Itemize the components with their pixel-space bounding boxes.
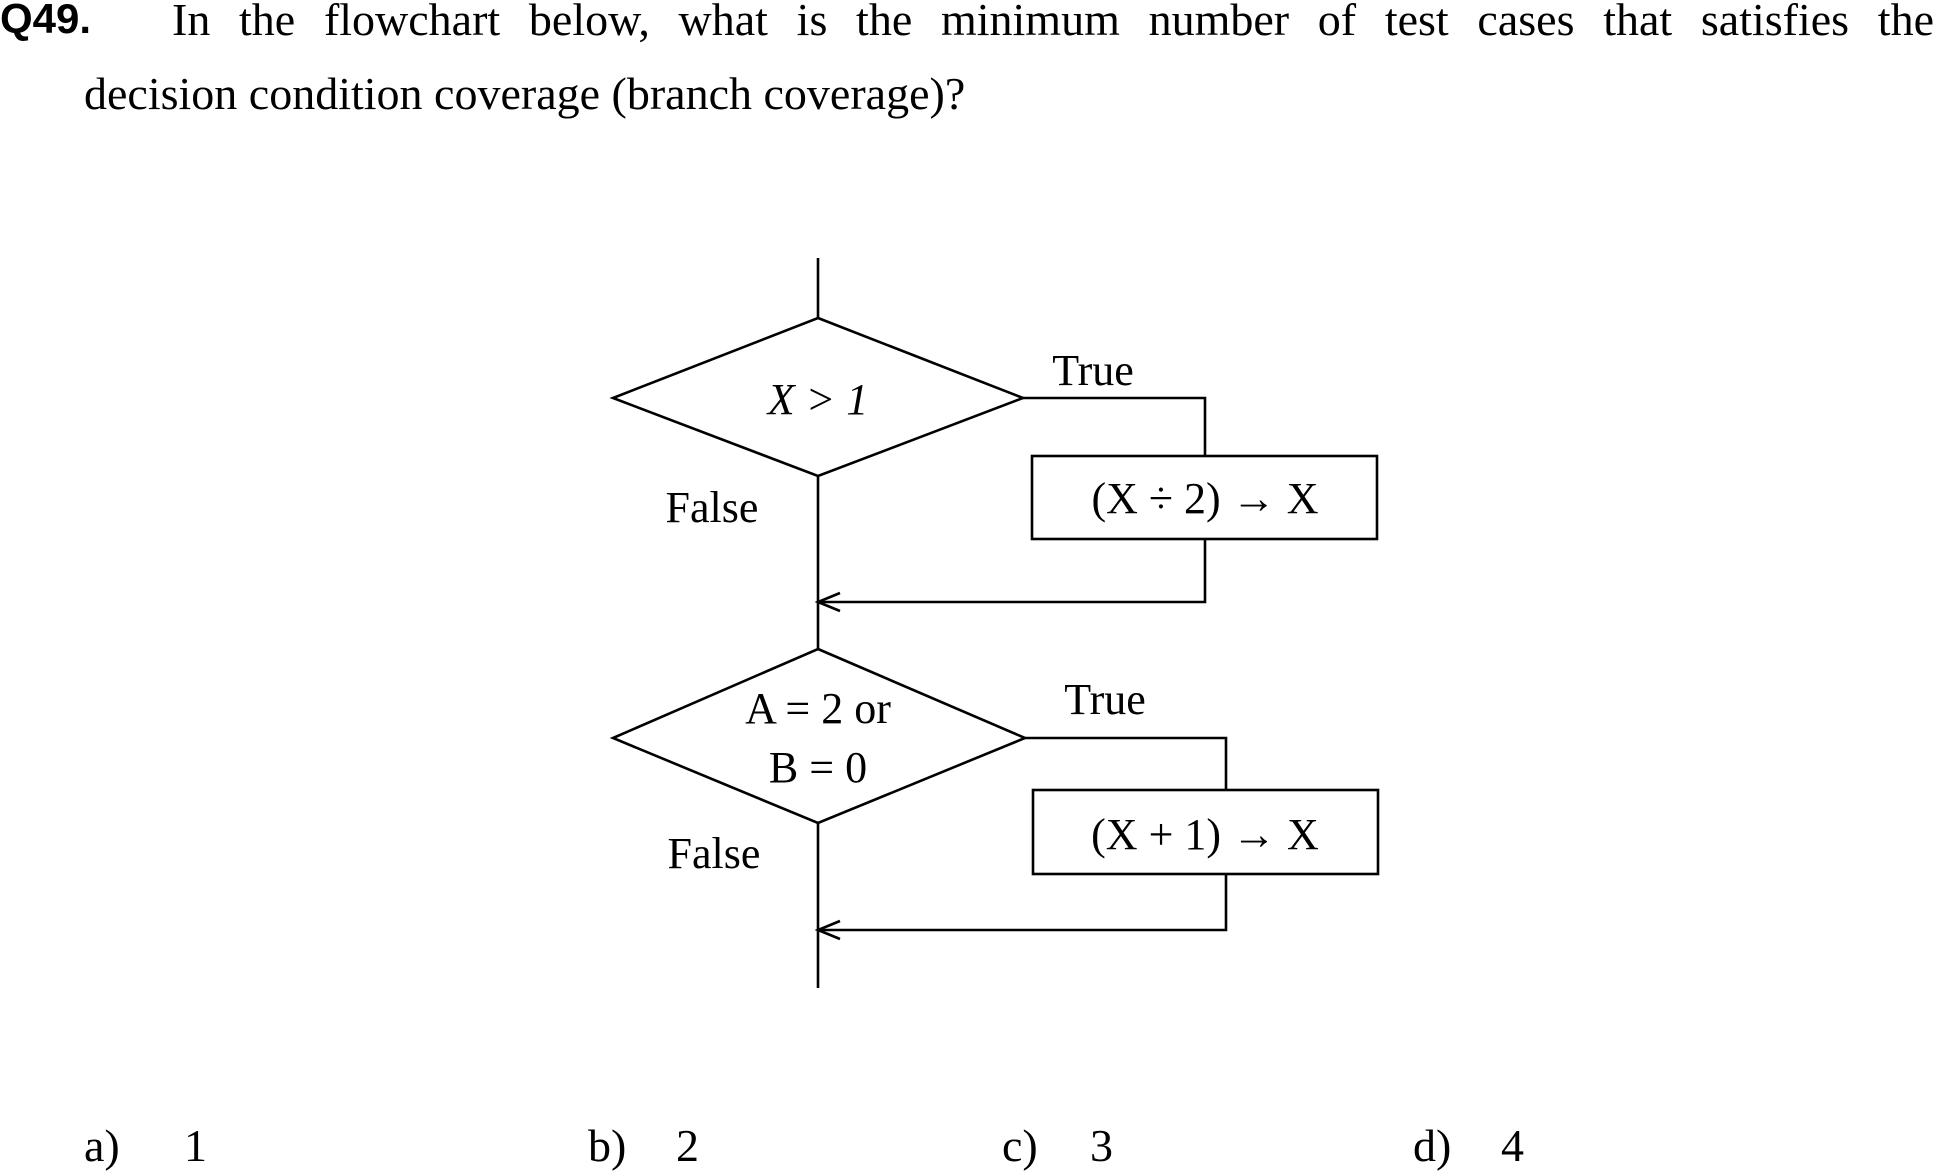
- answer-choice-a[interactable]: a) 1: [84, 1120, 207, 1172]
- choice-letter: c): [1002, 1120, 1038, 1171]
- process-box-2: [1031, 788, 1380, 876]
- merge-connector-2: [818, 874, 1228, 932]
- choice-letter: d): [1413, 1120, 1452, 1171]
- answer-choice-b[interactable]: b) 2: [588, 1120, 699, 1172]
- decision-2-true-label: True: [1064, 675, 1146, 724]
- choice-value: 2: [676, 1120, 699, 1171]
- decision-1-condition: X > 1: [766, 375, 869, 424]
- true-branch-connector-1: [1023, 396, 1207, 456]
- true-branch-connector-2: [1025, 736, 1228, 790]
- decision-2-false-label: False: [668, 829, 761, 878]
- choice-value: 3: [1090, 1120, 1113, 1171]
- decision-1-true-label: True: [1052, 346, 1134, 395]
- question-number: Q49.: [0, 0, 92, 42]
- answer-choice-c[interactable]: c) 3: [1002, 1120, 1113, 1172]
- decision-2-condition-line1: A = 2 or: [745, 684, 891, 733]
- choice-value: 4: [1501, 1120, 1524, 1171]
- process-1-text: (X ÷ 2) → X: [1091, 474, 1318, 523]
- decision-diamond-2: [609, 647, 1029, 825]
- process-2-text: (X + 1) → X: [1091, 810, 1319, 859]
- answer-choice-d[interactable]: d) 4: [1413, 1120, 1524, 1172]
- question-text-line2: decision condition coverage (branch cove…: [84, 68, 966, 119]
- choice-letter: b): [588, 1120, 627, 1171]
- decision-2-condition-line2: B = 0: [769, 743, 867, 792]
- decision-1-false-label: False: [666, 483, 759, 532]
- merge-connector-1: [818, 539, 1207, 604]
- choice-letter: a): [84, 1120, 120, 1171]
- choice-value: 1: [184, 1120, 207, 1171]
- question-text-line1: In the flowchart below, what is the mini…: [172, 0, 1934, 45]
